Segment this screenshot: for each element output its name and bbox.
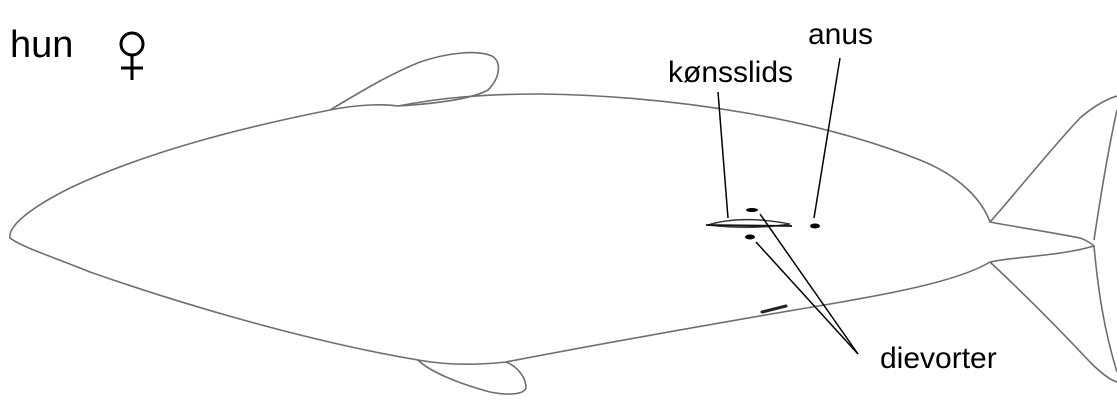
leader-line-genital-slit	[717, 91, 729, 219]
leader-line-anus	[813, 57, 841, 219]
ventral-mark	[760, 304, 788, 314]
upper-pectoral-fin	[329, 51, 500, 111]
lower-pectoral-fin	[417, 359, 527, 395]
mammary-slits-label: dievorter	[880, 342, 997, 375]
leader-line-mammary-upper	[759, 213, 859, 355]
mammary-slit-upper	[746, 208, 758, 212]
anus-label: anus	[808, 18, 874, 51]
mammary-slit-lower	[745, 234, 755, 240]
anus-marking	[810, 223, 820, 229]
lower-tail-fluke-edge	[1093, 245, 1117, 373]
leader-line-mammary-lower	[755, 241, 859, 355]
genital-slit-line	[705, 224, 793, 227]
upper-tail-fluke-edge	[1093, 109, 1117, 241]
sex-label: hun	[10, 24, 74, 66]
genital-slit-marking	[707, 218, 791, 228]
genital-slit-label: kønsslids	[668, 56, 794, 89]
upper-tail-fluke	[989, 95, 1117, 223]
female-symbol-icon	[119, 31, 145, 80]
lower-tail-fluke	[989, 261, 1117, 383]
whale-body-outline	[9, 93, 1095, 365]
